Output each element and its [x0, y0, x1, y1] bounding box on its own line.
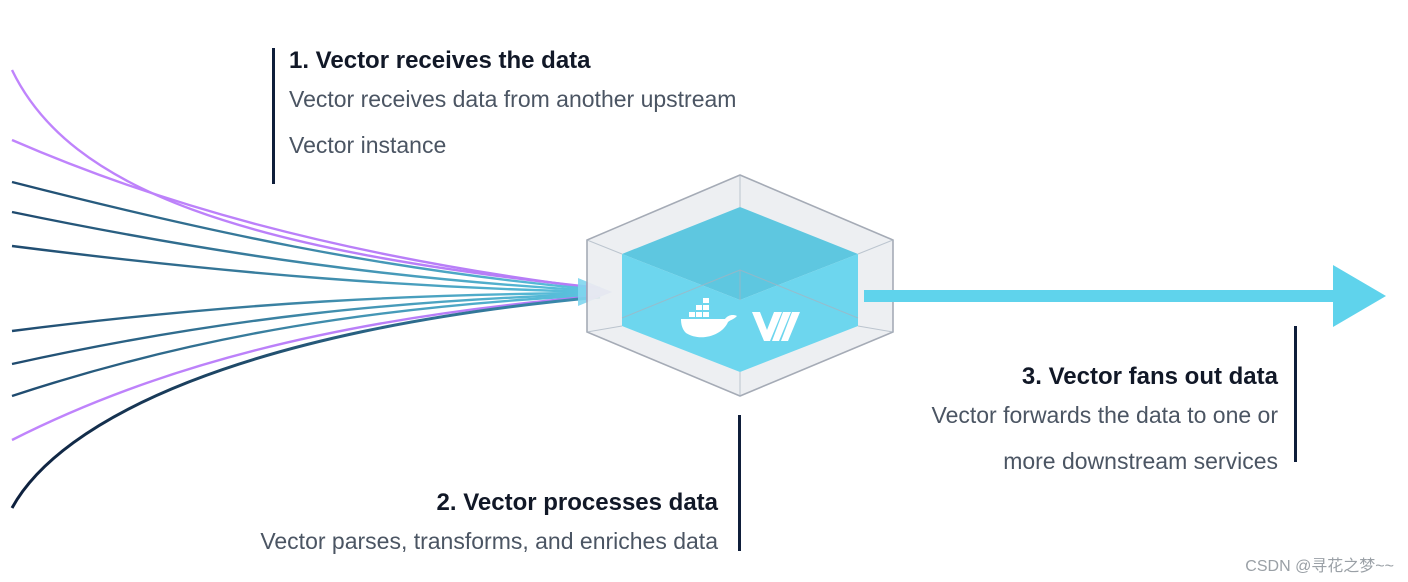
step1-callout-bar: [272, 48, 275, 184]
step1-description: Vector receives data from another upstre…: [289, 76, 736, 168]
stream-line: [10, 295, 601, 509]
docker-whale-icon: [681, 298, 737, 338]
step1-desc-line: Vector instance: [289, 132, 447, 158]
step2-callout-bar: [738, 415, 741, 551]
vector-cube: [586, 174, 894, 397]
stream-line: [11, 138, 601, 291]
step3-callout-bar: [1294, 326, 1297, 462]
stream-line: [11, 294, 601, 442]
watermark: CSDN @寻花之梦~~: [1245, 558, 1394, 575]
step3-title: 3. Vector fans out data: [1021, 363, 1278, 390]
stream-line: [11, 291, 601, 333]
inner-box-left: [622, 254, 740, 372]
stream-line: [11, 244, 601, 294]
step3-callout: 3. Vector fans out data Vector forwards …: [932, 362, 1278, 484]
stream-line: [11, 210, 601, 293]
step1-desc-line: Vector receives data from another upstre…: [289, 86, 737, 112]
step2-description: Vector parses, transforms, and enriches …: [260, 518, 718, 564]
vector-logo-icon: [752, 312, 800, 341]
stream-line: [11, 180, 601, 292]
inner-box-top: [622, 207, 858, 300]
step3-description: Vector forwards the data to one or more …: [932, 392, 1278, 484]
stream-line: [10, 69, 601, 290]
stream-line: [11, 293, 601, 398]
step1-callout: 1. Vector receives the data Vector recei…: [289, 46, 736, 168]
output-arrow: [864, 265, 1386, 327]
step3-desc-line: more downstream services: [1003, 448, 1278, 474]
step2-desc-line: Vector parses, transforms, and enriches …: [260, 528, 718, 554]
step1-title: 1. Vector receives the data: [289, 47, 591, 74]
step3-desc-line: Vector forwards the data to one or: [931, 402, 1278, 428]
step2-callout: 2. Vector processes data Vector parses, …: [260, 488, 718, 564]
stream-line: [11, 292, 601, 366]
step2-title: 2. Vector processes data: [436, 489, 718, 516]
